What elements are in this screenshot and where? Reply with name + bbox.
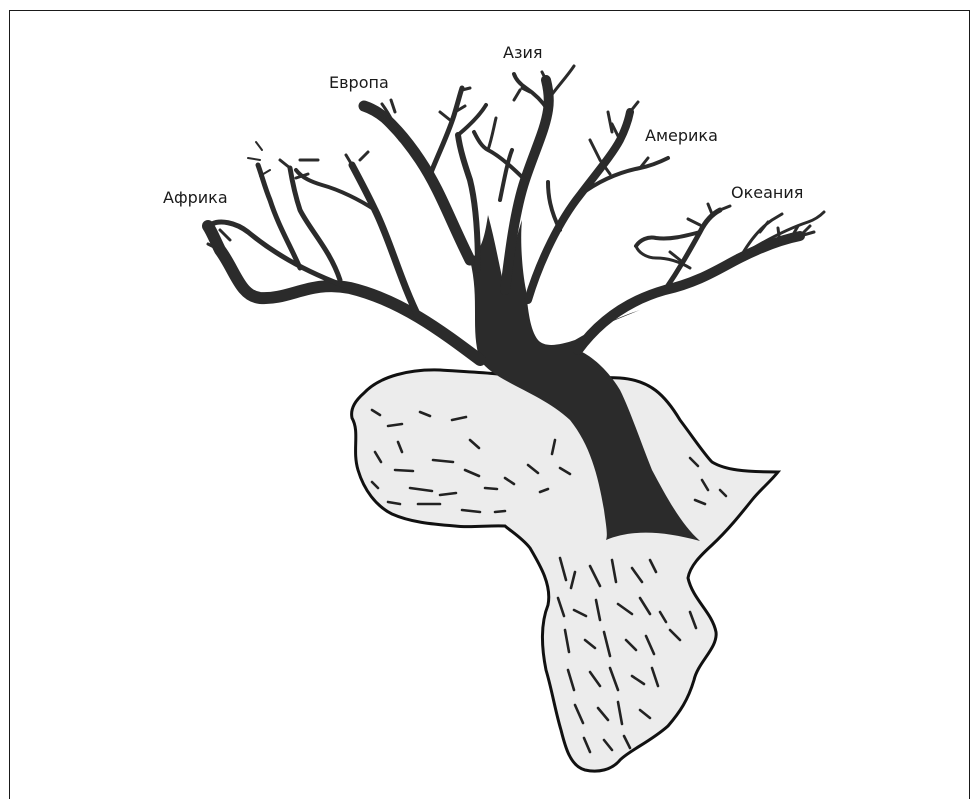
label-oceania: Океания xyxy=(731,183,803,202)
africa-continent xyxy=(352,370,778,771)
label-africa: Африка xyxy=(163,188,228,207)
label-europe: Европа xyxy=(329,73,389,92)
label-asia: Азия xyxy=(503,43,542,62)
label-america: Америка xyxy=(645,126,718,145)
